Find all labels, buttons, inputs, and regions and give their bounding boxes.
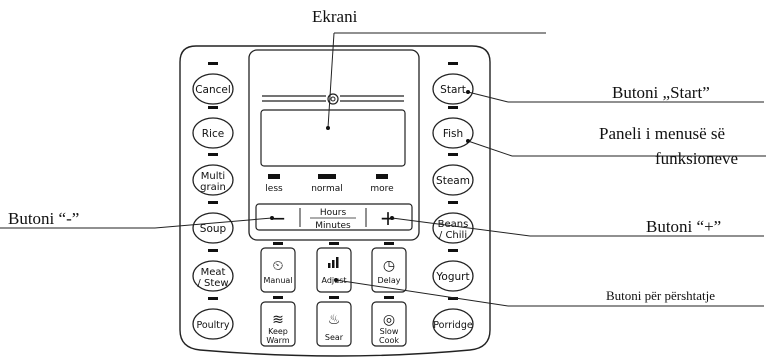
button-label: Slow: [380, 327, 399, 336]
button-label: Fish: [443, 128, 463, 140]
indicator-light: [329, 296, 339, 299]
indicator-light: [208, 106, 218, 109]
right-button-yogurt[interactable]: Yogurt: [432, 249, 474, 292]
button-label: Soup: [200, 223, 227, 235]
indicator-light: [384, 296, 394, 299]
indicator-light: [273, 242, 283, 245]
indicator-light: [448, 62, 458, 65]
button-label: Meat: [201, 267, 226, 278]
right-button-start[interactable]: Start: [432, 62, 474, 105]
button-label: Porridge: [433, 320, 473, 331]
right-button-porridge[interactable]: Porridge: [432, 297, 474, 340]
indicator-light: [208, 153, 218, 156]
center-button-delay[interactable]: ◷ Delay: [371, 242, 407, 293]
button-label: Sear: [325, 333, 344, 342]
callout-dots: [270, 90, 470, 282]
button-label: / Stew: [197, 278, 228, 289]
button-label: Start: [440, 84, 466, 96]
indicator-light: [208, 249, 218, 252]
indicator-light: [208, 201, 218, 204]
indicator-light: [208, 297, 218, 300]
button-label: Yogurt: [435, 271, 469, 283]
callout-menu-line1: Paneli i menusë së: [599, 124, 725, 143]
flame-icon: ♨: [328, 312, 341, 328]
indicator-light: [448, 153, 458, 156]
left-button-soup[interactable]: Soup: [192, 201, 234, 244]
button-label: Cancel: [195, 84, 231, 96]
button-label: Delay: [378, 276, 401, 285]
indicator-light: [384, 242, 394, 245]
button-label: grain: [200, 182, 226, 193]
button-label: Warm: [266, 336, 289, 345]
indicator-light: [448, 106, 458, 109]
button-label: / Chili: [439, 230, 467, 241]
left-button-poultry[interactable]: Poultry: [192, 297, 234, 340]
bars-icon: [328, 257, 339, 268]
callout-minus: Butoni “-”: [8, 209, 79, 228]
button-label: Rice: [202, 128, 224, 140]
hours-label: Hours: [320, 208, 347, 218]
callout-start: Butoni „Start”: [612, 83, 710, 102]
lcd-screen: [260, 109, 406, 167]
pot-icon: ◎: [383, 312, 395, 328]
minus-button[interactable]: −: [270, 206, 287, 230]
timer-icon: ⏲: [273, 258, 284, 274]
minutes-label: Minutes: [315, 221, 351, 231]
indicator-light: [448, 249, 458, 252]
level-normal-label: normal: [311, 184, 343, 194]
center-button-adjust[interactable]: Adjust: [316, 242, 352, 293]
button-label: Multi: [201, 171, 225, 182]
center-button-manual[interactable]: ⏲ Manual: [260, 242, 296, 293]
indicator-light: [208, 62, 218, 65]
button-label: Adjust: [321, 276, 346, 285]
indicator-light: [448, 201, 458, 204]
callout-adjust: Butoni për përshtatje: [606, 288, 715, 303]
level-indicators: less normal more: [265, 174, 394, 194]
indicator-light: [273, 296, 283, 299]
plus-button[interactable]: +: [380, 206, 397, 230]
button-label: Keep: [268, 327, 288, 336]
callout-display: Ekrani: [312, 7, 358, 26]
button-label: Steam: [436, 175, 470, 187]
callout-plus: Butoni “+”: [646, 217, 721, 236]
level-less-label: less: [265, 184, 283, 194]
button-label: Cook: [379, 336, 399, 345]
button-label: Poultry: [196, 320, 229, 331]
center-button-sear[interactable]: ♨ Sear: [316, 296, 352, 347]
button-label: Beans: [438, 219, 469, 230]
clock-icon: ◷: [383, 258, 395, 274]
wave-icon: ≋: [272, 312, 284, 328]
indicator-light: [329, 242, 339, 245]
callout-lines: [0, 32, 766, 307]
time-toggle[interactable]: − + Hours Minutes: [255, 203, 413, 231]
left-button-meat[interactable]: Meat/ Stew: [192, 249, 234, 292]
display-divider: [262, 93, 404, 105]
left-button-cancel[interactable]: Cancel: [192, 62, 234, 105]
left-button-rice[interactable]: Rice: [192, 106, 234, 149]
level-more-label: more: [370, 184, 394, 194]
right-button-beans[interactable]: Beans/ Chili: [432, 201, 474, 244]
callout-menu-line2: funksioneve: [655, 149, 738, 168]
right-button-fish[interactable]: Fish: [432, 106, 474, 149]
button-label: Manual: [263, 276, 292, 285]
right-button-steam[interactable]: Steam: [432, 153, 474, 196]
indicator-light: [448, 297, 458, 300]
